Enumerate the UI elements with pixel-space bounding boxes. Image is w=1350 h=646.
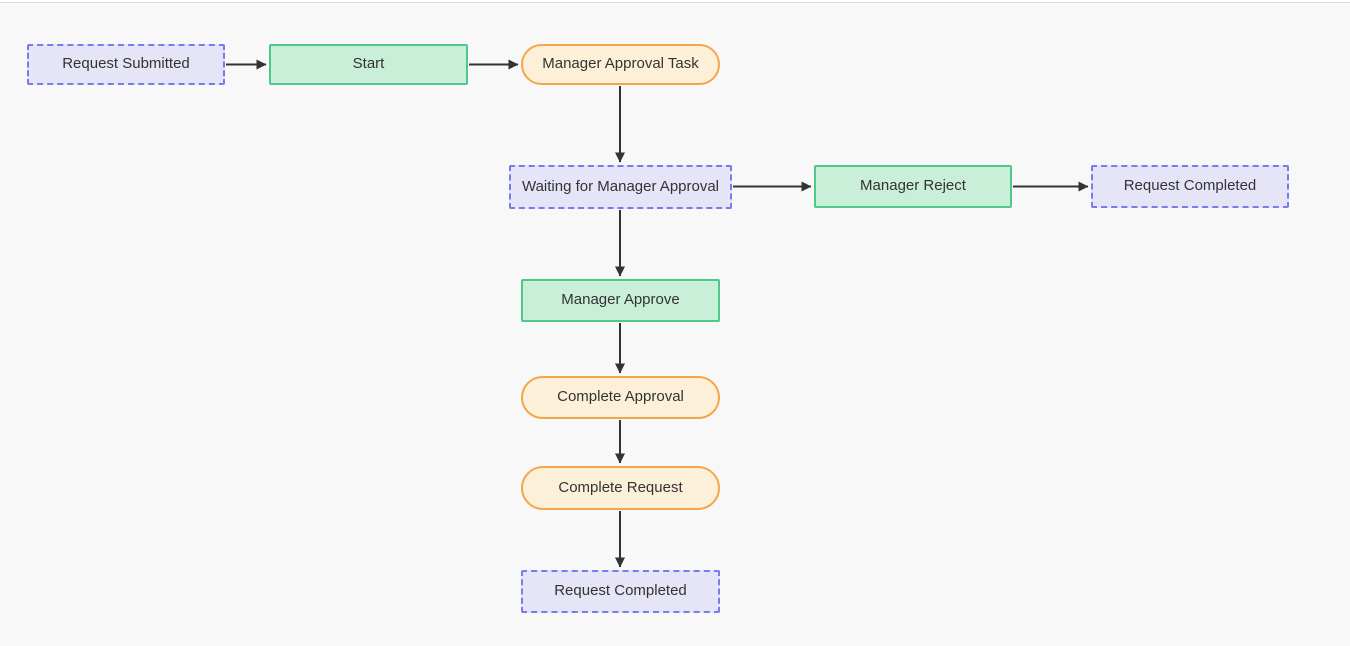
node-request-completed-final: Request Completed — [521, 570, 720, 613]
node-label: Manager Approve — [561, 291, 680, 309]
node-request-submitted: Request Submitted — [27, 44, 225, 85]
node-manager-approval-task: Manager Approval Task — [521, 44, 720, 85]
node-label: Request Completed — [554, 582, 687, 600]
node-label: Request Completed — [1123, 177, 1257, 195]
node-request-completed-reject: Request Completed — [1091, 165, 1289, 208]
node-label: Complete Approval — [557, 388, 684, 406]
node-label: Complete Request — [558, 478, 683, 496]
node-label: Request Submitted — [62, 55, 190, 73]
node-label: Start — [352, 55, 385, 73]
node-complete-approval: Complete Approval — [521, 376, 720, 419]
node-label: Manager Approval Task — [542, 55, 699, 73]
node-waiting-for-manager-approval: Waiting for Manager Approval — [509, 165, 732, 209]
node-start: Start — [269, 44, 468, 85]
node-label: Manager Reject — [860, 177, 966, 195]
node-manager-reject: Manager Reject — [814, 165, 1012, 208]
top-divider — [0, 0, 1350, 3]
node-label: Waiting for Manager Approval — [521, 177, 720, 195]
node-complete-request: Complete Request — [521, 466, 720, 510]
node-manager-approve: Manager Approve — [521, 279, 720, 322]
